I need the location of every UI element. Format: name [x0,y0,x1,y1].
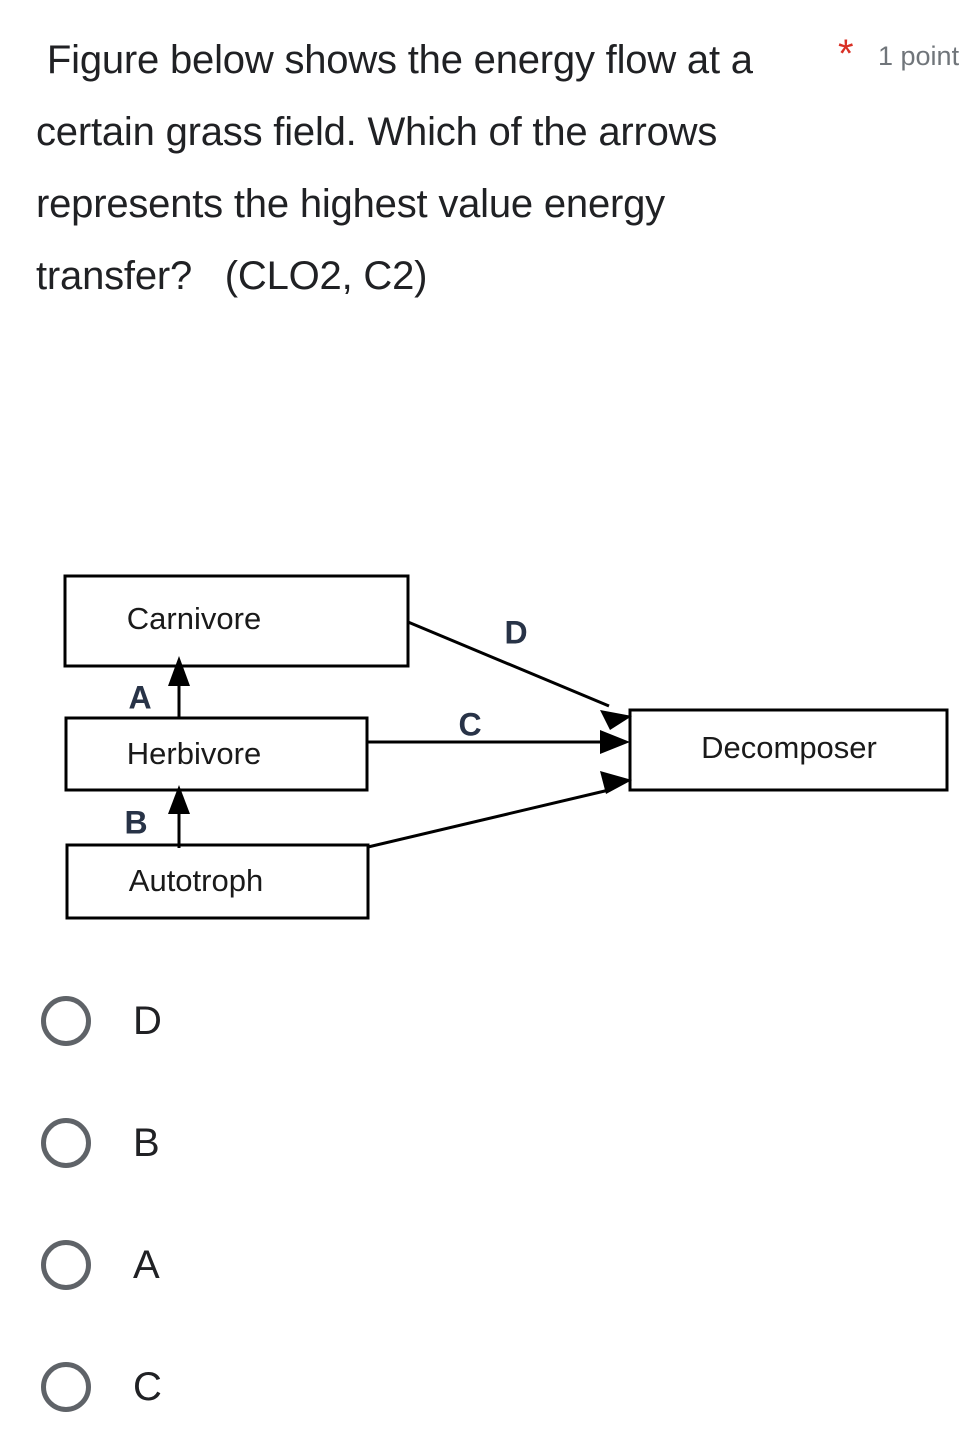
radio-button-icon[interactable] [41,1118,91,1168]
options-list: D B A C [0,960,977,1448]
arrow-head-b [168,785,190,814]
question-block: Figure below shows the energy flow at a … [0,0,977,320]
radio-button-icon[interactable] [41,996,91,1046]
node-box-herbivore [64,716,369,792]
points-label: 1 point [878,41,960,71]
option-label: A [133,1243,160,1287]
option-label: D [133,999,162,1043]
node-box-carnivore [63,574,410,668]
arrow-label-c: C [458,706,481,742]
arrow-head-a [168,656,190,686]
option-row-0[interactable]: D [0,960,977,1082]
option-label: C [133,1365,162,1409]
arrow-label-a: A [128,679,151,715]
arrow-label-d: D [504,614,527,650]
node-box-decomposer [628,708,949,792]
option-row-2[interactable]: A [0,1204,977,1326]
radio-button-icon[interactable] [41,1362,91,1412]
node-label-autotroph: Autotroph [129,863,263,898]
arrow-line-autotroph-decomposer [367,788,610,849]
node-label-decomposer: Decomposer [701,730,877,765]
node-label-herbivore: Herbivore [127,736,261,771]
arrow-line-d [407,620,610,708]
radio-button-icon[interactable] [41,1240,91,1290]
arrow-label-b: B [124,804,147,840]
node-box-autotroph [65,843,370,920]
option-label: B [133,1121,160,1165]
node-label-carnivore: Carnivore [127,601,261,636]
energy-flow-diagram: Carnivore Herbivore Autotroph Decomposer… [63,574,949,920]
option-row-3[interactable]: C [0,1326,977,1448]
arrow-head-c [600,730,630,754]
question-text: Figure below shows the energy flow at a … [36,38,764,298]
arrow-head-d [600,710,632,730]
option-row-1[interactable]: B [0,1082,977,1204]
required-asterisk: * [838,32,854,76]
arrow-head-autotroph-decomposer [600,771,632,794]
